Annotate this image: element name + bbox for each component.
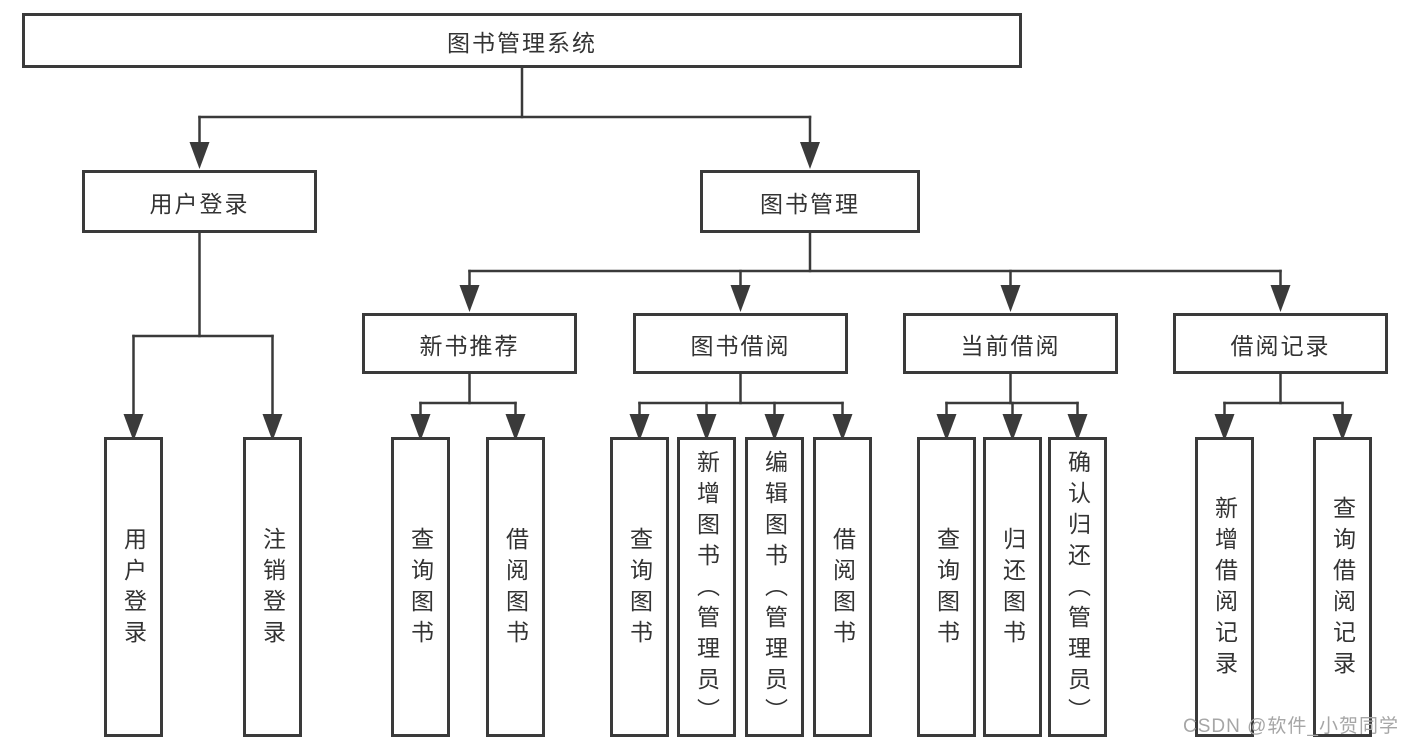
node-leaf-logout: 注销登录 [243, 437, 302, 737]
node-leaf-query-books-1: 查询图书 [391, 437, 450, 737]
node-leaf-return-book: 归还图书 [983, 437, 1042, 737]
node-leaf-confirm-return-admin: 确认归还（管理员） [1048, 437, 1107, 737]
node-leaf-query-books-3: 查询图书 [917, 437, 976, 737]
watermark: CSDN @软件_小贺同学 [1183, 716, 1399, 737]
node-current-borrow: 当前借阅 [903, 313, 1118, 374]
node-borrow-records: 借阅记录 [1173, 313, 1388, 374]
node-leaf-query-books-2: 查询图书 [610, 437, 669, 737]
node-leaf-borrow-books-1: 借阅图书 [486, 437, 545, 737]
node-leaf-add-borrow-record: 新增借阅记录 [1195, 437, 1254, 737]
node-book-management: 图书管理 [700, 170, 920, 233]
node-leaf-user-login: 用户登录 [104, 437, 163, 737]
node-new-book-recommend: 新书推荐 [362, 313, 577, 374]
node-library-management-system: 图书管理系统 [22, 13, 1022, 68]
node-leaf-add-book-admin: 新增图书（管理员） [677, 437, 736, 737]
node-leaf-borrow-books-2: 借阅图书 [813, 437, 872, 737]
node-user-login: 用户登录 [82, 170, 317, 233]
node-leaf-query-borrow-record: 查询借阅记录 [1313, 437, 1372, 737]
node-leaf-edit-book-admin: 编辑图书（管理员） [745, 437, 804, 737]
node-book-borrow: 图书借阅 [633, 313, 848, 374]
